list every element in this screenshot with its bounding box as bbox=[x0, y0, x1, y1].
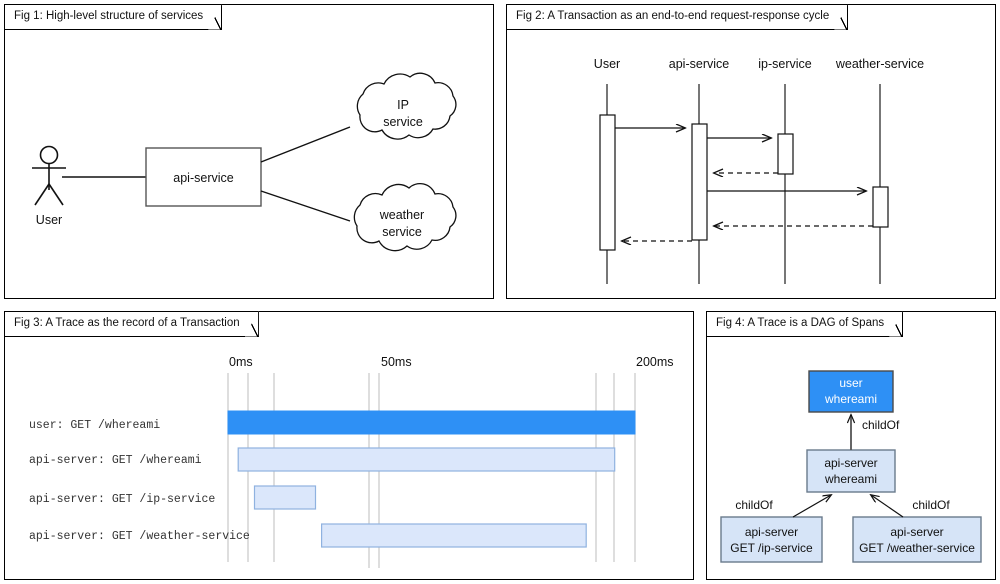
axis-tick-50ms: 50ms bbox=[381, 355, 412, 369]
figure-2-title-text: Fig 2: A Transaction as an end-to-end re… bbox=[516, 10, 830, 22]
dag-node-ip-service-line1: api-server bbox=[745, 525, 798, 539]
figure-panel-1: Fig 1: High-level structure of services … bbox=[4, 4, 494, 299]
span-bar-root bbox=[227, 410, 636, 435]
span-bar-weather-service bbox=[321, 523, 587, 548]
dag-node-api-whereami-line1: api-server bbox=[824, 456, 877, 470]
title-tab-notch bbox=[208, 4, 223, 30]
dag-node-weather-service-line1: api-server bbox=[890, 525, 943, 539]
figure-3-canvas: 0ms 50ms 200ms user: GET /whereami api-s… bbox=[29, 355, 674, 568]
span-bar-api-whereami bbox=[237, 447, 616, 472]
dag-edge-weather-to-api bbox=[871, 495, 904, 518]
dag-node-ip-service-line2: GET /ip-service bbox=[730, 541, 813, 555]
figure-panel-3: Fig 3: A Trace as the record of a Transa… bbox=[4, 311, 694, 580]
figure-2-title-tab: Fig 2: A Transaction as an end-to-end re… bbox=[506, 4, 849, 30]
trace-row-label-3: api-server: GET /weather-service bbox=[29, 530, 250, 543]
dag-node-weather-service bbox=[852, 516, 982, 563]
trace-row-label-1: api-server: GET /whereami bbox=[29, 454, 202, 467]
trace-row-label-2: api-server: GET /ip-service bbox=[29, 493, 215, 506]
figure-panel-4: Fig 4: A Trace is a DAG of Spans user wh… bbox=[706, 311, 996, 580]
figure-panel-2: Fig 2: A Transaction as an end-to-end re… bbox=[506, 4, 996, 299]
title-tab-notch bbox=[889, 311, 904, 337]
dag-node-user-whereami-line1: user bbox=[839, 376, 862, 390]
figure-3-title-text: Fig 3: A Trace as the record of a Transa… bbox=[14, 317, 240, 329]
dag-edge-label-2: childOf bbox=[912, 498, 950, 512]
span-bar-ip-service bbox=[253, 485, 317, 510]
activation-api-service bbox=[691, 123, 708, 241]
api-service-box bbox=[145, 147, 262, 207]
figure-1-title-text: Fig 1: High-level structure of services bbox=[14, 10, 204, 22]
figure-3-title-tab: Fig 3: A Trace as the record of a Transa… bbox=[4, 311, 259, 337]
title-tab-notch bbox=[834, 4, 849, 30]
dag-edge-label-0: childOf bbox=[862, 418, 900, 432]
ip-service-cloud-label-line1: IP bbox=[397, 98, 409, 112]
dag-node-weather-service-line2: GET /weather-service bbox=[859, 541, 975, 555]
activation-ip-service bbox=[777, 133, 794, 175]
dag-node-user-whereami bbox=[808, 370, 894, 413]
lifeline-label-api-service: api-service bbox=[669, 57, 729, 71]
dag-node-user-whereami-line2: whereami bbox=[824, 392, 877, 406]
axis-tick-0ms: 0ms bbox=[229, 355, 253, 369]
trace-row-label-0: user: GET /whereami bbox=[29, 419, 160, 432]
weather-service-cloud-label-line2: service bbox=[382, 225, 422, 239]
figure-2-canvas: User api-service ip-service weather-serv… bbox=[594, 57, 924, 284]
dag-edge-ip-to-api bbox=[792, 495, 831, 518]
ip-service-cloud: IP service bbox=[356, 72, 457, 140]
actor-user-icon bbox=[32, 145, 66, 206]
lifeline-label-weather-service: weather-service bbox=[835, 57, 924, 71]
axis-tick-200ms: 200ms bbox=[636, 355, 674, 369]
actor-user-label: User bbox=[36, 213, 62, 227]
activation-user bbox=[599, 114, 616, 251]
api-service-box-label: api-service bbox=[173, 171, 233, 185]
edge-api-to-weather bbox=[260, 190, 351, 222]
figure-4-title-tab: Fig 4: A Trace is a DAG of Spans bbox=[706, 311, 904, 337]
figure-1-canvas: User api-service IP service weather serv… bbox=[32, 72, 457, 252]
figure-4-canvas: user whereami api-server whereami api-se… bbox=[720, 370, 982, 563]
ip-service-cloud-label-line2: service bbox=[383, 115, 423, 129]
dag-edge-label-1: childOf bbox=[735, 498, 773, 512]
edge-api-to-ip bbox=[260, 126, 351, 163]
dag-node-api-whereami bbox=[806, 449, 896, 493]
weather-service-cloud-label-line1: weather bbox=[379, 208, 424, 222]
dag-node-ip-service bbox=[720, 516, 823, 563]
title-tab-notch bbox=[244, 311, 259, 337]
lifeline-label-ip-service: ip-service bbox=[758, 57, 812, 71]
weather-service-cloud: weather service bbox=[353, 182, 457, 252]
lifeline-label-user: User bbox=[594, 57, 620, 71]
figure-1-title-tab: Fig 1: High-level structure of services bbox=[4, 4, 223, 30]
figure-4-title-text: Fig 4: A Trace is a DAG of Spans bbox=[716, 317, 885, 329]
dag-node-api-whereami-line2: whereami bbox=[824, 472, 877, 486]
activation-weather-service bbox=[872, 186, 889, 228]
